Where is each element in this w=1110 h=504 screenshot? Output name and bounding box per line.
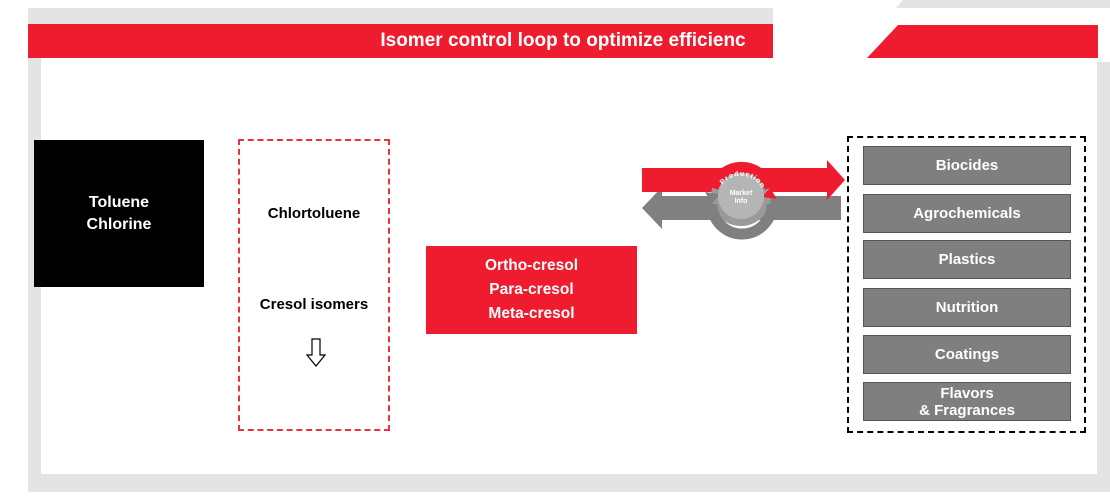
product-nutrition: Nutrition <box>863 288 1071 327</box>
loop-arrows: Production Market Info <box>642 160 845 240</box>
para-cresol-label: Para-cresol <box>489 281 574 298</box>
market-label: Market <box>730 190 753 197</box>
down-arrow-icon <box>306 338 326 367</box>
product-plastics: Plastics <box>863 240 1071 279</box>
info-label: Info <box>735 198 748 205</box>
input-toluene: Toluene <box>88 193 150 211</box>
cresols-box: Ortho-cresol Para-cresol Meta-cresol <box>426 246 637 334</box>
product-biocides: Biocides <box>863 146 1071 185</box>
meta-cresol-label: Meta-cresol <box>488 305 575 322</box>
product-coatings: Coatings <box>863 335 1071 374</box>
end-markets-box: Biocides Agrochemicals Plastics Nutritio… <box>847 136 1086 433</box>
input-chlorine: Chlorine <box>86 215 152 233</box>
page-title: Isomer control loop to optimize efficien… <box>380 30 746 51</box>
title-corner-shape <box>773 0 1110 62</box>
ortho-cresol-label: Ortho-cresol <box>484 257 578 274</box>
chlortoluene-label: Chlortoluene <box>267 205 361 222</box>
intermediates-box: Chlortoluene Cresol isomers <box>238 139 390 431</box>
inputs-box: Toluene Chlorine <box>34 140 204 287</box>
cresol-isomers-label: Cresol isomers <box>259 296 369 313</box>
product-agrochemicals: Agrochemicals <box>863 194 1071 233</box>
product-flavors-fragrances: Flavors & Fragrances <box>863 382 1071 421</box>
